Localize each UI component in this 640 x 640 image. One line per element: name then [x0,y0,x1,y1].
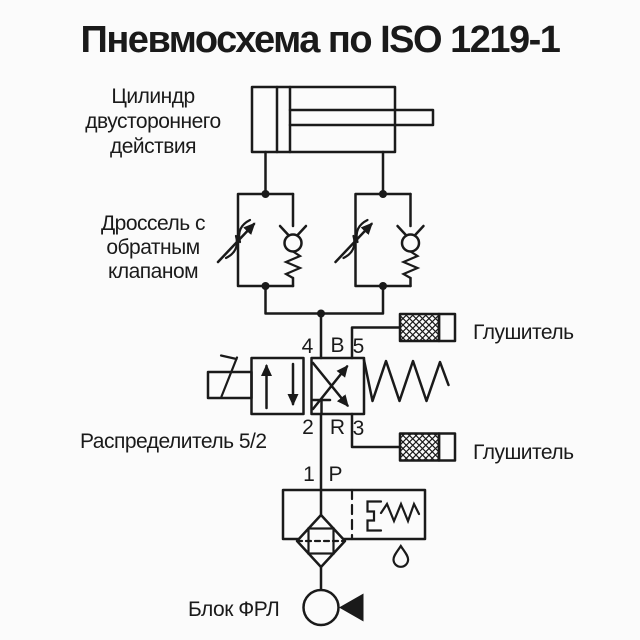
page-title: Пневмосхема по ISO 1219-1 [81,19,561,61]
source-circle [302,588,340,627]
frl-box [281,488,427,541]
regulator-spring [379,501,421,525]
source-triangle [339,593,364,622]
valve-position-right [310,356,366,416]
valve-arrow-cross-down [311,361,349,408]
flow-line-port3-exhaust [350,412,402,449]
valve-label: Распределитель 5/2 [80,430,267,453]
valve-arrow-cross-up [311,364,349,411]
port-label-1: 1 [303,463,315,486]
regulator-bracket [366,500,383,532]
muffler-top-icon [398,312,457,343]
throttle-label-line1: Дроссель с [101,212,205,235]
return-spring-icon [362,358,450,403]
cylinder-body [250,85,397,154]
throttle-label: Дроссель с обратным клапаном [101,212,206,283]
lubricator-drop-icon [392,543,410,568]
cylinder-port-lines [264,150,385,196]
frl-unit-symbol [281,488,427,592]
cylinder-rod [288,108,435,127]
port-label-4: 4 [302,335,314,358]
port-label-B: B [330,334,344,357]
valve-blocked-port [311,398,332,415]
port-label-5: 5 [353,335,365,358]
cylinder-symbol [250,85,435,196]
port-label-3: 3 [353,417,365,440]
solenoid-actuator-icon [206,354,253,400]
port-label-R: R [330,416,345,439]
throttle-label-line2: обратным [106,236,199,259]
cylinder-label-line1: Цилиндр [111,85,194,108]
valve-5-2-symbol [206,354,450,416]
air-source-symbol [302,588,364,627]
cylinder-label: Цилиндр двустороннего действия [85,85,221,158]
cylinder-label-line3: действия [110,135,196,158]
muffler-bottom-label: Глушитель [473,441,574,464]
port-label-2: 2 [302,416,314,439]
cylinder-label-line2: двустороннего [85,110,220,133]
muffler-bottom-icon [398,432,457,462]
muffler-top-label: Глушитель [473,321,574,344]
cylinder-piston [275,85,292,154]
flow-line-port5-exhaust [350,326,402,360]
throttle-label-line3: клапаном [108,260,198,283]
frl-label: Блок ФРЛ [188,598,279,621]
port-label-P: P [328,463,342,486]
valve-port-labels: 4 B 5 2 R 3 1 P [302,334,365,486]
